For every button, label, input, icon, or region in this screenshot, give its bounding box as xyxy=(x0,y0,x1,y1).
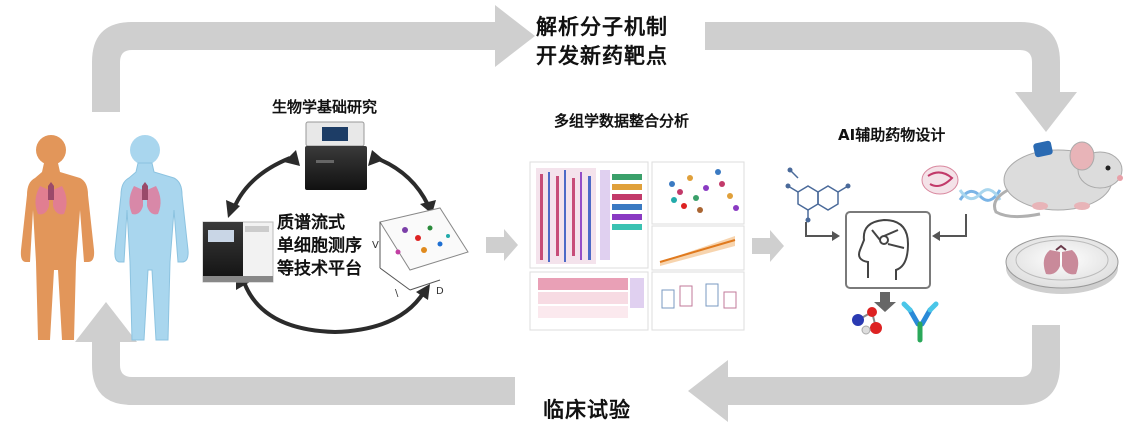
protein-dna-icon xyxy=(921,165,1002,202)
arrow-to-multiomics xyxy=(486,229,518,261)
multiomics-figure-panel xyxy=(529,161,745,331)
platform-cycle-arrows xyxy=(232,156,430,335)
bottom-label: 临床试验 xyxy=(543,398,631,422)
ai-head-frame xyxy=(845,211,931,289)
top-label-line2: 开发新药靶点 xyxy=(536,44,668,68)
arrow-top-right xyxy=(705,22,1077,132)
ai-drug-design-panel xyxy=(785,165,1002,343)
platform-text-line2: 单细胞测序 xyxy=(277,236,362,256)
section-multiomics-title: 多组学数据整合分析 xyxy=(554,112,690,130)
platform-text-line1: 质谱流式 xyxy=(277,213,345,233)
section-ai-design-title: AI辅助药物设计 xyxy=(838,126,946,144)
ai-output-arrow xyxy=(874,292,896,312)
svg-text:\: \ xyxy=(395,288,399,299)
section-basic-research-title: 生物学基础研究 xyxy=(272,98,378,116)
sequencer-instrument-icon xyxy=(305,121,367,190)
platform-text-line3: 等技术平台 xyxy=(277,259,362,279)
svg-text:D: D xyxy=(436,286,444,297)
platform-arrowheads xyxy=(226,150,436,300)
mass-cytometer-icon xyxy=(202,221,274,283)
arrow-bottom-left xyxy=(75,302,515,405)
arrow-bottom-right xyxy=(688,325,1060,422)
mouse-model-icon xyxy=(993,140,1123,219)
antibody-icon xyxy=(901,301,939,343)
arrow-top-left xyxy=(92,5,535,112)
single-cell-3d-plot-icon: V \ D xyxy=(372,207,469,299)
small-molecule-ball-icon xyxy=(852,307,882,335)
top-label-line1: 解析分子机制 xyxy=(536,15,668,39)
svg-text:V: V xyxy=(372,240,379,251)
human-figure-blue xyxy=(114,135,189,341)
human-figure-orange xyxy=(20,135,95,340)
outer-cycle-arrows xyxy=(75,5,1077,422)
petri-dish-lung-icon xyxy=(1005,235,1119,294)
ai-head-icon xyxy=(858,218,910,280)
arrow-to-ai-design xyxy=(752,230,784,262)
molecule-structure-icon xyxy=(787,169,849,220)
